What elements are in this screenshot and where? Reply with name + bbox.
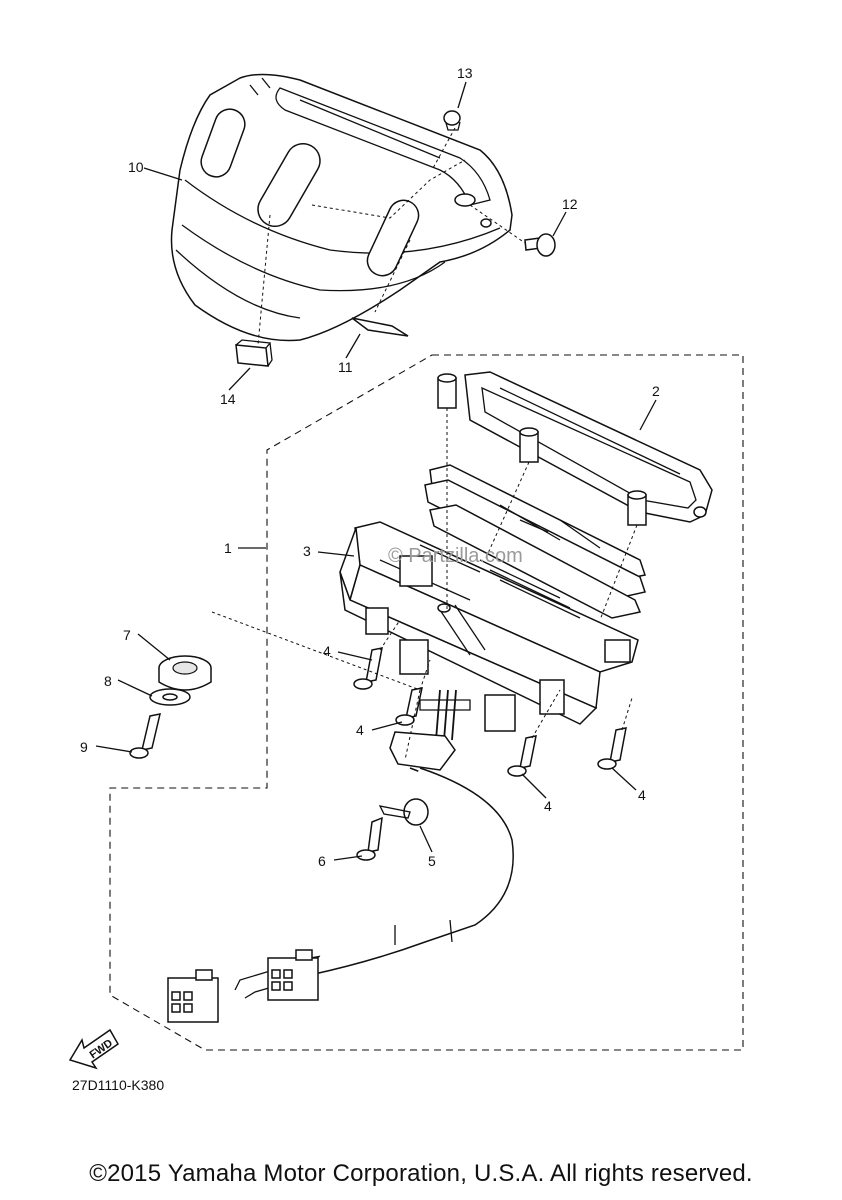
part-11-plate — [351, 317, 409, 337]
part-4-screw-a — [353, 647, 383, 690]
part-4-screw-b — [395, 687, 423, 726]
callout-4a: 4 — [323, 643, 331, 659]
callout-4d: 4 — [638, 787, 646, 803]
callout-11: 11 — [338, 359, 353, 375]
connector-right — [267, 949, 319, 1001]
watermark: © Partzilla.com — [388, 545, 523, 567]
callout-5: 5 — [428, 853, 436, 869]
connector-left — [167, 969, 219, 1023]
callout-1: 1 — [224, 540, 232, 556]
part-9-bolt — [129, 713, 161, 759]
diagram-code: 27D1110-K380 — [72, 1077, 164, 1093]
callout-12: 12 — [562, 196, 578, 212]
fwd-arrow-icon: FWD — [68, 1028, 119, 1070]
part-6-screw — [356, 816, 383, 861]
part-5-clamp — [378, 798, 429, 826]
part-2-meter-lens — [437, 371, 713, 526]
part-10-meter-cover — [170, 73, 513, 342]
part-4-screw-c — [507, 735, 537, 777]
callout-4c: 4 — [544, 798, 552, 814]
part-13-grommet — [443, 110, 461, 131]
part-1-wire-harness — [167, 689, 514, 1023]
part-12-screw — [524, 233, 556, 257]
callout-10: 10 — [128, 159, 144, 175]
part-14-block — [235, 339, 273, 367]
callout-3: 3 — [303, 543, 311, 559]
callout-9: 9 — [80, 739, 88, 755]
meter-internal-plates — [424, 464, 646, 619]
part-8-washer — [149, 688, 191, 706]
callout-13: 13 — [457, 65, 473, 81]
part-4-screw-d — [597, 727, 627, 770]
callout-4b: 4 — [356, 722, 364, 738]
assembly-boundary — [109, 354, 744, 1051]
callout-2: 2 — [652, 383, 660, 399]
callout-7: 7 — [123, 627, 131, 643]
part-7-grommet — [158, 655, 212, 691]
callout-14: 14 — [220, 391, 236, 407]
callout-8: 8 — [104, 673, 112, 689]
callout-6: 6 — [318, 853, 326, 869]
copyright-notice: ©2015 Yamaha Motor Corporation, U.S.A. A… — [89, 1160, 753, 1187]
part-3-meter-body — [339, 521, 639, 732]
